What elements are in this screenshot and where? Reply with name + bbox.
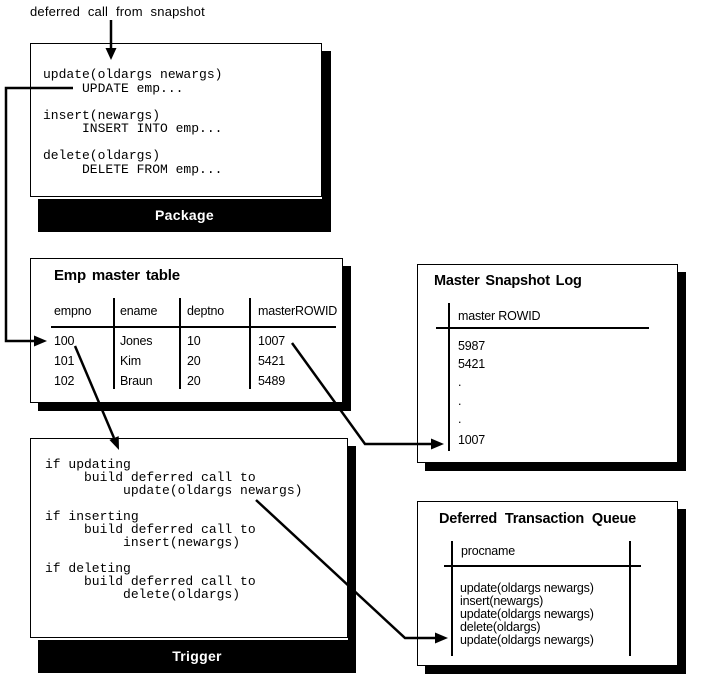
snapshot-log-row: 5421 [458,357,486,371]
snapshot-log-row: 5987 [458,339,486,353]
emp-table-title: Emp master table [54,267,180,284]
emp-cell: 100 [54,334,75,348]
emp-column-divider [249,298,251,389]
queue-row: update(oldargs newargs) [460,607,594,621]
package-footer-bar: Package [38,199,331,232]
snapshot-log-row: . [458,375,462,389]
emp-column-divider [113,298,115,389]
trigger-footer-bar: Trigger [38,640,356,673]
trigger-code: if updating build deferred call to updat… [45,457,303,602]
queue-row: delete(oldargs) [460,620,541,634]
snapshot-log-row: 1007 [458,433,486,447]
emp-header-masterrowid: masterROWID [258,304,338,318]
emp-column-divider [179,298,181,389]
snapshot-log-row: . [458,394,462,408]
emp-cell: 5421 [258,354,286,368]
emp-header-empno: empno [54,304,92,318]
emp-cell: Braun [120,374,153,388]
queue-row: insert(newargs) [460,594,544,608]
deferred-transaction-queue-box: Deferred Transaction Queue procname upda… [417,501,678,666]
emp-master-table-box: Emp master table empno ename deptno mast… [30,258,343,403]
snapshot-log-row: . [458,412,462,426]
trigger-box-shadow [348,446,356,640]
queue-column-line [451,541,453,656]
package-box: update(oldargs newargs) UPDATE emp... in… [30,43,322,197]
queue-header-underline [444,565,641,567]
master-snapshot-log-box: Master Snapshot Log master ROWID 5987 54… [417,264,678,463]
emp-header-deptno: deptno [187,304,225,318]
emp-header-underline [51,326,336,328]
trigger-box: if updating build deferred call to updat… [30,438,348,638]
queue-row: update(oldargs newargs) [460,633,594,647]
emp-cell: 101 [54,354,75,368]
emp-cell: Jones [120,334,153,348]
package-box-shadow [322,51,331,199]
emp-cell: 102 [54,374,75,388]
emp-cell: 1007 [258,334,286,348]
emp-cell: 10 [187,334,201,348]
queue-title: Deferred Transaction Queue [439,511,636,527]
snapshot-log-header-underline [436,327,649,329]
emp-cell: Kim [120,354,141,368]
queue-row: update(oldargs newargs) [460,581,594,595]
queue-column-header: procname [461,544,515,558]
emp-cell: 20 [187,374,201,388]
top-annotation-label: deferred call from snapshot [30,4,205,19]
emp-header-ename: ename [120,304,158,318]
snapshot-log-column-line [448,303,450,451]
queue-column-line [629,541,631,656]
emp-cell: 20 [187,354,201,368]
snapshot-log-title: Master Snapshot Log [434,273,582,289]
package-code: update(oldargs newargs) UPDATE emp... in… [43,67,223,177]
emp-cell: 5489 [258,374,286,388]
snapshot-log-column-header: master ROWID [458,309,541,323]
